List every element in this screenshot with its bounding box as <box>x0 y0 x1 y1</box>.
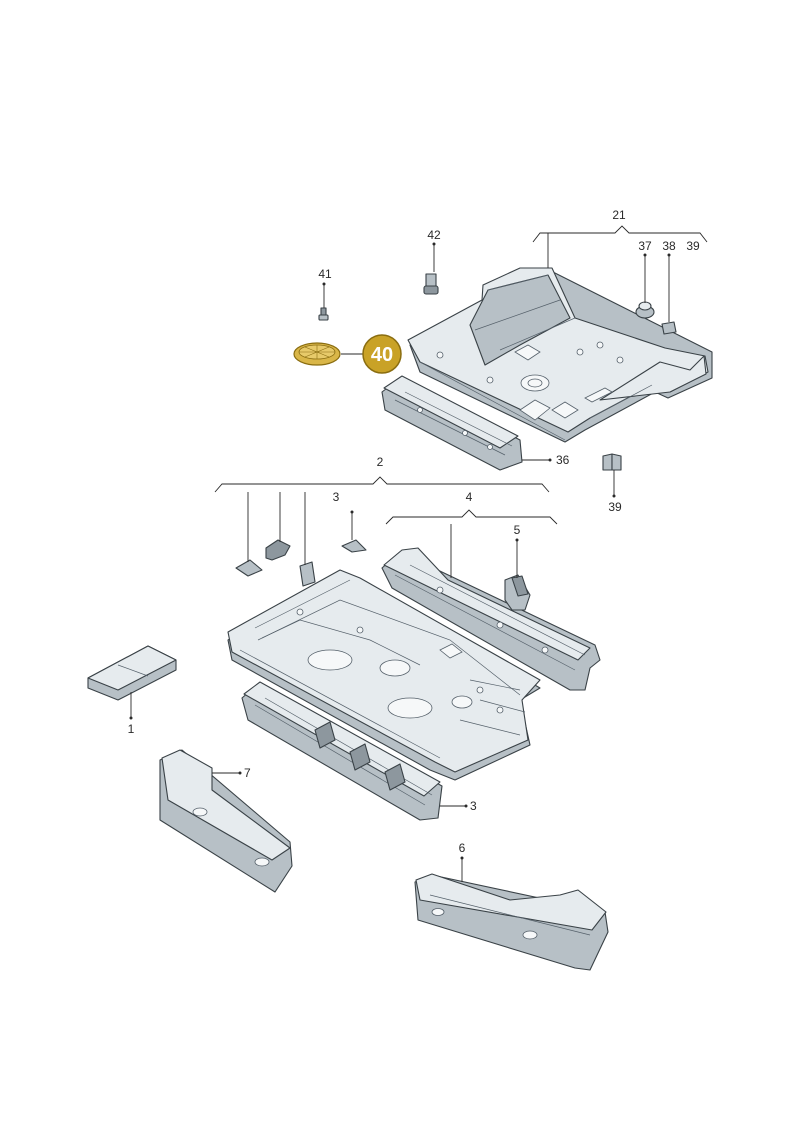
label-3-bottom: 3 <box>470 799 477 813</box>
badge-40 <box>362 334 402 374</box>
label-5: 5 <box>514 523 521 537</box>
label-37: 37 <box>638 239 652 253</box>
rear-floor-pan <box>407 267 713 443</box>
nut-37 <box>635 301 655 319</box>
label-39-bottom: 39 <box>608 500 622 514</box>
label-40: 40 <box>371 344 393 366</box>
label-2: 2 <box>377 455 384 469</box>
label-4: 4 <box>466 490 473 504</box>
clip-39 <box>602 453 622 471</box>
rear-cross-member <box>381 375 523 471</box>
brackets-3 <box>235 539 367 587</box>
main-floor-pan <box>227 569 541 781</box>
bolt-42 <box>423 273 439 295</box>
brace-4 <box>385 509 558 525</box>
side-panel-7 <box>159 749 293 893</box>
floor-side-rail <box>381 547 601 691</box>
screw-41 <box>318 307 329 321</box>
label-38: 38 <box>662 239 676 253</box>
label-41: 41 <box>318 267 332 281</box>
brace-2 <box>214 476 550 493</box>
sill-panel-6 <box>414 873 609 971</box>
clip-38 <box>661 321 677 335</box>
front-cross-member <box>241 681 443 821</box>
label-7: 7 <box>244 766 251 780</box>
label-36: 36 <box>556 453 570 467</box>
bracket-5 <box>504 574 531 611</box>
label-42: 42 <box>427 228 441 242</box>
label-1: 1 <box>128 722 135 736</box>
label-39-top: 39 <box>686 239 700 253</box>
insulation-pad-1 <box>87 645 177 701</box>
brace-21 <box>532 225 708 243</box>
label-21: 21 <box>612 208 626 222</box>
label-3-top: 3 <box>333 490 340 504</box>
highlighted-part-40 <box>293 342 341 366</box>
label-6: 6 <box>459 841 466 855</box>
